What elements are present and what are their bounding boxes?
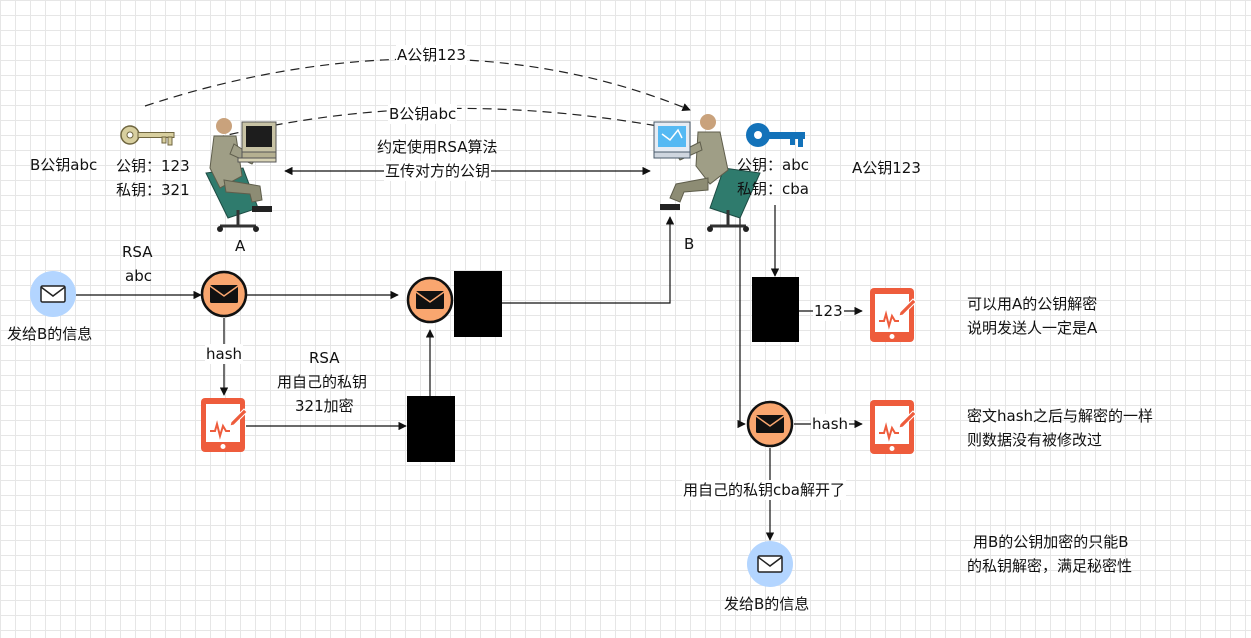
signature-block bbox=[407, 396, 455, 462]
envelope-icon bbox=[757, 555, 783, 573]
sign-rsa-label: RSA bbox=[309, 349, 340, 367]
tablet-signature-icon bbox=[870, 400, 917, 454]
edge-b-to-decrypt bbox=[737, 198, 746, 429]
rsa-label: RSA bbox=[122, 243, 153, 261]
sign-321-label: 321加密 bbox=[295, 397, 354, 415]
message-circle-result bbox=[747, 541, 793, 587]
computer-user-icon bbox=[653, 114, 761, 232]
label-123: 123 bbox=[813, 301, 844, 321]
hash-right-label: hash bbox=[811, 414, 850, 434]
key-icon bbox=[746, 123, 805, 147]
message-to-b-result-label: 发给B的信息 bbox=[724, 595, 810, 613]
tablet-signature-icon bbox=[201, 398, 248, 452]
envelope-node-2 bbox=[406, 276, 454, 324]
arc-label-b-pubkey: B公钥abc bbox=[388, 104, 458, 124]
arc-a-pubkey bbox=[144, 58, 691, 112]
encrypt-node bbox=[200, 270, 248, 318]
note-integrity-line1: 密文hash之后与解密的一样 bbox=[967, 407, 1154, 425]
envelope-icon bbox=[40, 285, 66, 303]
note-authenticity-line2: 说明发送人一定是A bbox=[967, 319, 1098, 337]
person-a-label: A bbox=[235, 237, 246, 255]
a-pubkey-right-label: A公钥123 bbox=[852, 159, 921, 177]
a-public-key-text: 公钥：123 bbox=[116, 157, 190, 175]
note-confidentiality-line1: 用B的公钥加密的只能B bbox=[973, 533, 1129, 551]
arc-label-a-pubkey: A公钥123 bbox=[396, 45, 467, 65]
note-integrity-line2: 则数据没有被修改过 bbox=[967, 431, 1103, 449]
decrypt-with-cba-label: 用自己的私钥cba解开了 bbox=[682, 480, 846, 500]
edge-to-b bbox=[502, 216, 675, 304]
b-pubkey-left-label: B公钥abc bbox=[30, 156, 98, 174]
b-private-key-text: 私钥：cba bbox=[737, 180, 809, 198]
exchange-pubkeys-label: 互传对方的公钥 bbox=[384, 161, 492, 181]
note-confidentiality-line2: 的私钥解密，满足秘密性 bbox=[967, 557, 1133, 575]
hash-left-label: hash bbox=[205, 344, 244, 364]
person-b-label: B bbox=[684, 235, 695, 253]
decrypt-node bbox=[746, 400, 794, 448]
b-public-key-text: 公钥：abc bbox=[737, 156, 809, 174]
agree-rsa-label: 约定使用RSA算法 bbox=[377, 138, 498, 156]
key-icon bbox=[120, 125, 175, 146]
ciphertext-block-2 bbox=[752, 277, 799, 342]
envelope-icon bbox=[755, 415, 785, 433]
envelope-icon bbox=[209, 285, 239, 303]
note-authenticity-line1: 可以用A的公钥解密 bbox=[967, 295, 1098, 313]
message-circle-left bbox=[30, 271, 76, 317]
a-private-key-text: 私钥：321 bbox=[116, 181, 190, 199]
message-to-b-label: 发给B的信息 bbox=[7, 325, 93, 343]
abc-label: abc bbox=[125, 267, 152, 285]
sign-use-own-key-label: 用自己的私钥 bbox=[277, 373, 368, 391]
computer-user-icon bbox=[205, 118, 277, 232]
envelope-icon bbox=[415, 291, 445, 309]
ciphertext-block-1 bbox=[454, 271, 502, 337]
tablet-signature-icon bbox=[870, 288, 917, 342]
